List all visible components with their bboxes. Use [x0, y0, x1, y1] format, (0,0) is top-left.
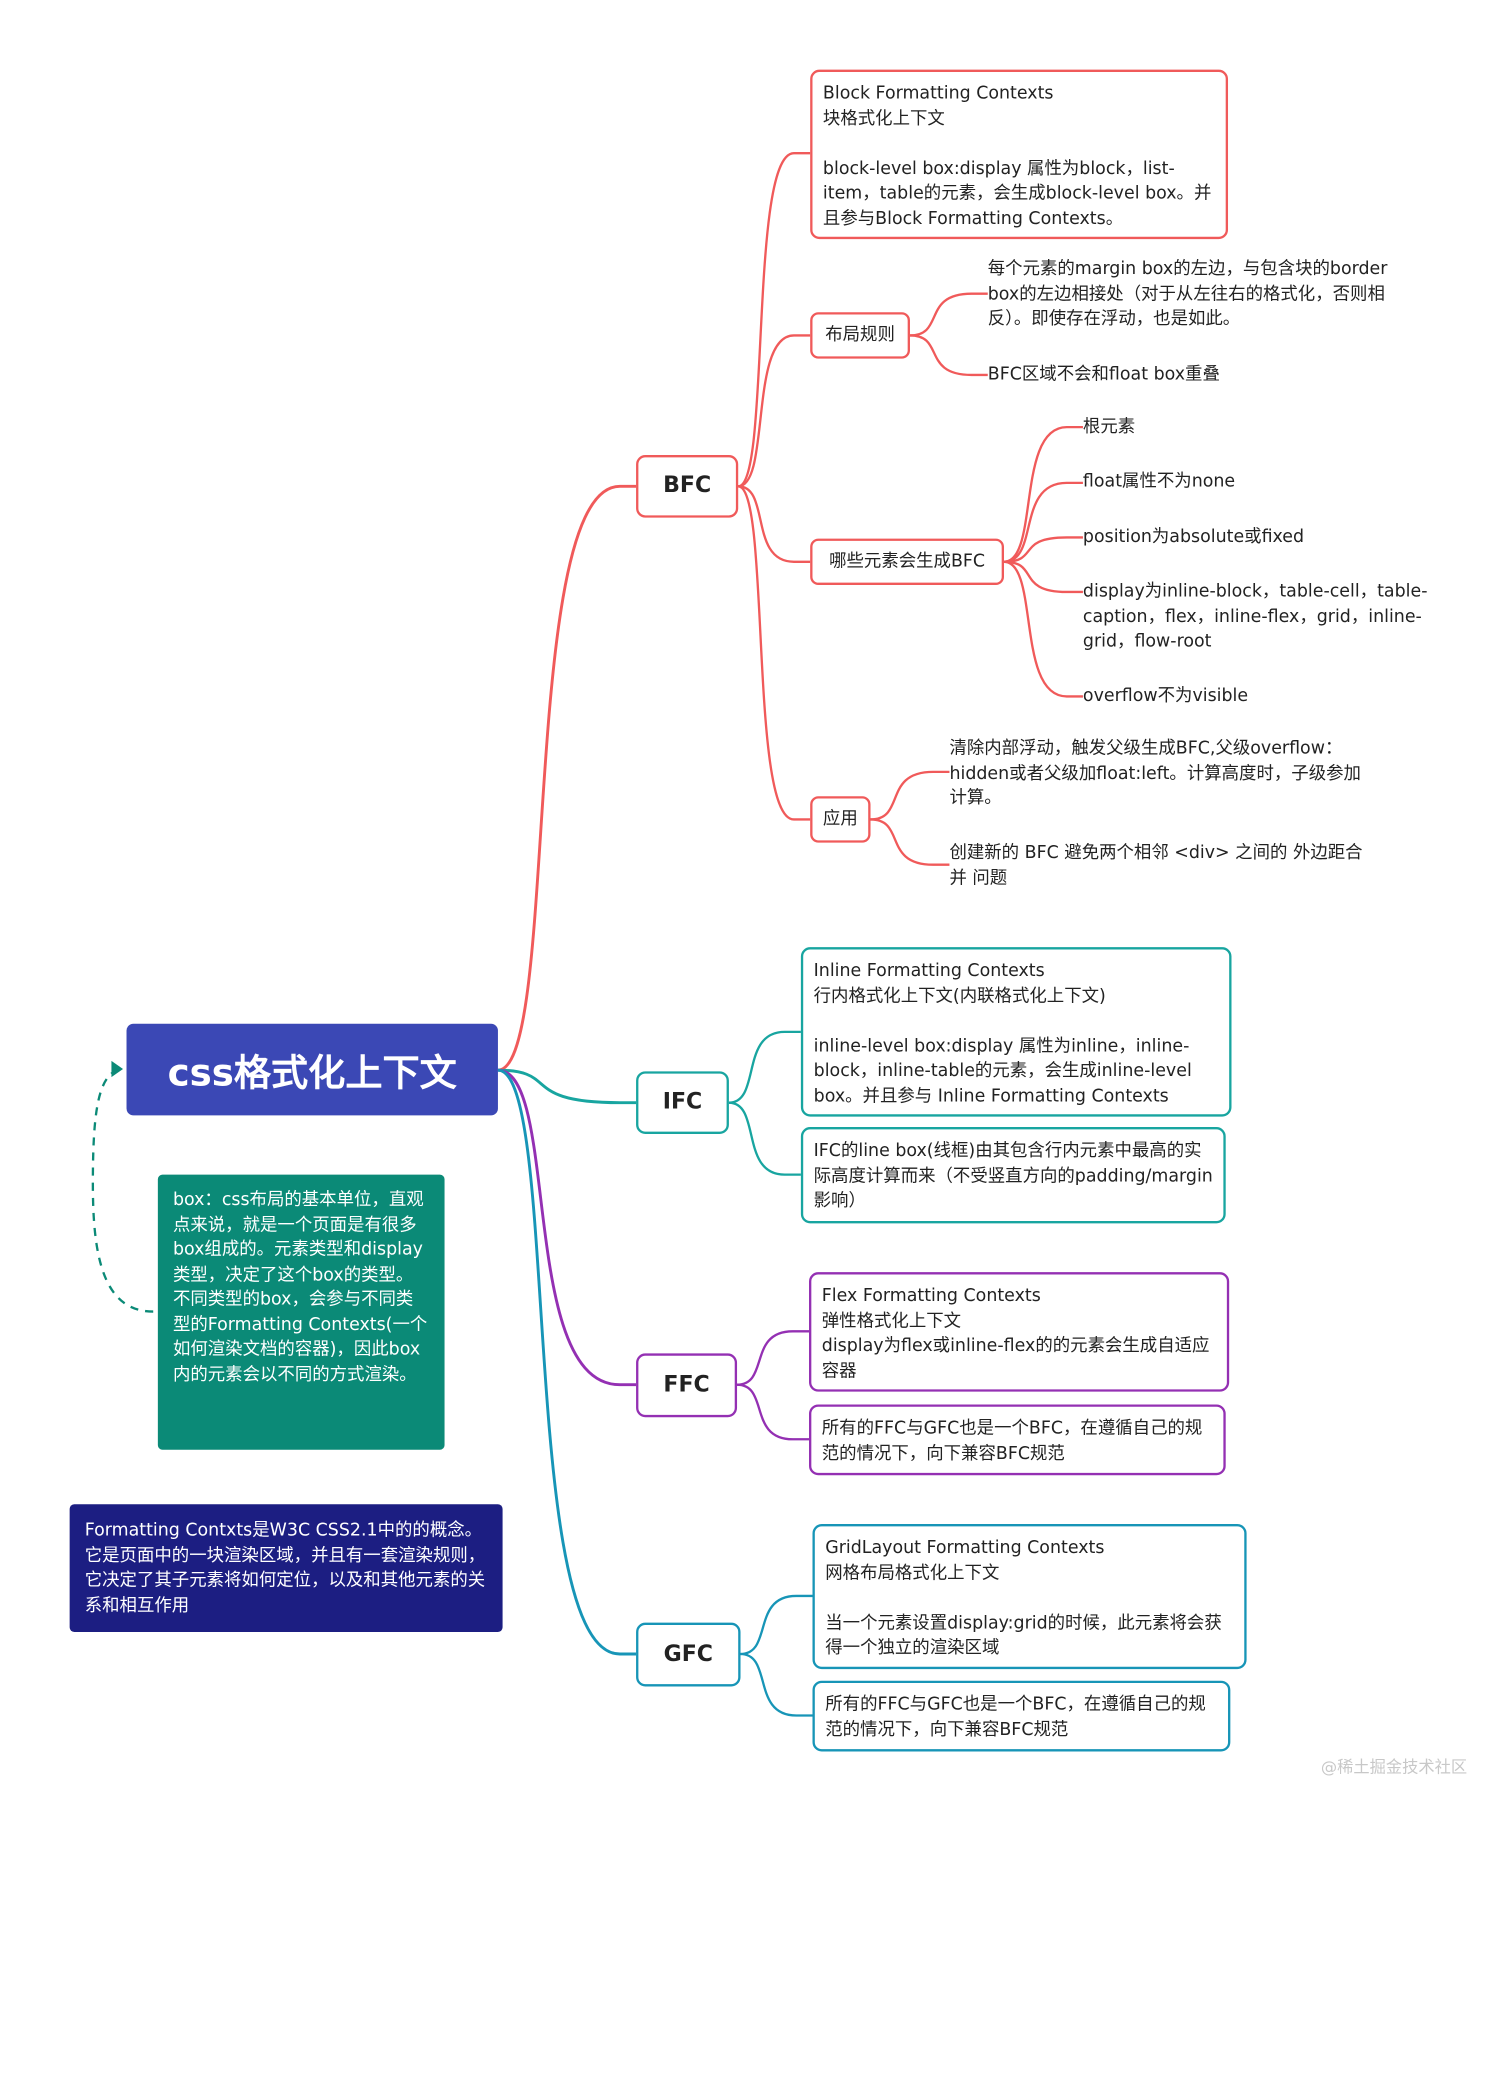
connector-usage-1	[870, 770, 950, 821]
bfc-node[interactable]: BFC	[636, 454, 739, 518]
bfc-trigger-root: 根元素	[1082, 415, 1136, 437]
ifc-intro-box[interactable]: Inline Formatting Contexts 行内格式化上下文(内联格式…	[800, 947, 1232, 1117]
connector-trigger-1	[1003, 425, 1083, 563]
root-node[interactable]: css格式化上下文	[126, 1023, 498, 1116]
bfc-trigger-overflow: overflow不为visible	[1082, 684, 1249, 706]
ffc-node[interactable]: FFC	[636, 1353, 738, 1418]
connector-trigger-5	[1003, 560, 1083, 698]
ifc-node[interactable]: IFC	[636, 1071, 729, 1135]
connector-gfc-intro	[740, 1594, 813, 1656]
bfc-trigger-display: display为inline-block，table-cell，table-ca…	[1082, 580, 1428, 652]
bfc-usage-margin-collapse: 创建新的 BFC 避免两个相邻 <div> 之间的 外边距合并 问题	[949, 841, 1363, 888]
connector-gfc-compat	[740, 1652, 813, 1717]
connector-bfc-layout	[737, 334, 811, 488]
bfc-layout-rule-float: BFC区域不会和float box重叠	[987, 363, 1220, 385]
bfc-trigger-position: position为absolute或fixed	[1082, 525, 1305, 547]
box-note[interactable]: box：css布局的基本单位，直观点来说，就是一个页面是有很多box组成的。元素…	[157, 1174, 445, 1450]
bfc-layout-rules-node[interactable]: 布局规则	[810, 312, 910, 359]
connector-ifc-intro	[728, 1030, 801, 1104]
connector-root-bfc	[497, 484, 637, 1072]
connector-root-gfc	[497, 1068, 637, 1656]
connector-bfc-usage	[737, 485, 811, 821]
connector-ffc-compat	[736, 1383, 810, 1441]
formatting-context-note[interactable]: Formatting Contxts是W3C CSS2.1中的的概念。它是页面中…	[69, 1504, 503, 1632]
watermark: @稀土掘金技术社区	[1320, 1758, 1468, 1778]
bfc-triggers-node[interactable]: 哪些元素会生成BFC	[810, 538, 1005, 585]
connector-trigger-4	[1004, 560, 1083, 594]
gfc-compat-box[interactable]: 所有的FFC与GFC也是一个BFC，在遵循自己的规范的情况下，向下兼容BFC规范	[812, 1680, 1231, 1752]
connector-layout-rule2	[909, 334, 988, 377]
arrowhead-icon	[111, 1060, 124, 1078]
bfc-trigger-float: float属性不为none	[1082, 470, 1236, 491]
connector-bfc-triggers	[738, 485, 811, 563]
dashed-relation-line	[91, 1067, 154, 1313]
bfc-usage-node[interactable]: 应用	[810, 796, 871, 843]
connector-trigger-2	[1003, 481, 1083, 563]
connector-layout-rule1	[909, 292, 988, 337]
bfc-usage-clear-float: 清除内部浮动，触发父级生成BFC,父级overflow：hidden或者父级加f…	[949, 737, 1361, 808]
connector-ffc-intro	[736, 1330, 810, 1386]
connector-root-ifc	[497, 1068, 637, 1105]
bfc-layout-rule-margin: 每个元素的margin box的左边，与包含块的border box的左边相接处…	[987, 257, 1388, 329]
ffc-intro-box[interactable]: Flex Formatting Contexts 弹性格式化上下文 displa…	[809, 1272, 1230, 1392]
bfc-intro-box[interactable]: Block Formatting Contexts 块格式化上下文 block-…	[810, 69, 1229, 240]
connector-root-ffc	[497, 1068, 637, 1387]
connector-usage-2	[870, 818, 950, 866]
connector-lines	[91, 152, 1083, 1717]
connector-trigger-3	[1004, 536, 1083, 563]
gfc-node[interactable]: GFC	[636, 1622, 741, 1687]
gfc-intro-box[interactable]: GridLayout Formatting Contexts 网格布局格式化上下…	[812, 1523, 1247, 1670]
ifc-line-box-box[interactable]: IFC的line box(线框)由其包含行内元素中最高的实际高度计算而来（不受竖…	[800, 1127, 1226, 1224]
connector-ifc-linebox	[728, 1101, 801, 1176]
connector-bfc-intro	[737, 152, 811, 488]
ffc-compat-box[interactable]: 所有的FFC与GFC也是一个BFC，在遵循自己的规范的情况下，向下兼容BFC规范	[809, 1404, 1226, 1476]
